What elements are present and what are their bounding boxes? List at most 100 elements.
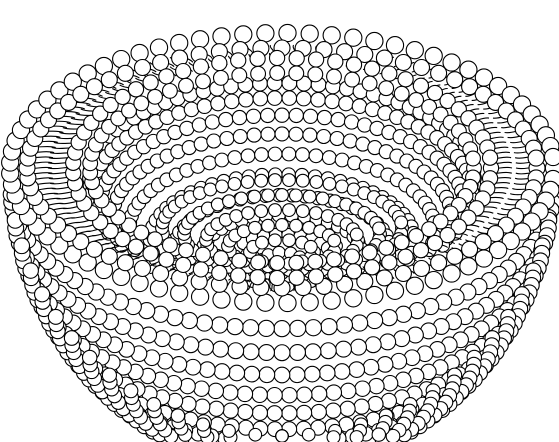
inner-leaflet-rim-head (289, 255, 304, 270)
inner-leaflet-rim-head (289, 51, 304, 66)
inner-head-group (239, 92, 254, 107)
outer-head-group (229, 365, 245, 381)
inner-head-group (255, 148, 269, 162)
outer-head-group (214, 364, 230, 380)
inner-head-group (269, 204, 282, 217)
inner-leaflet-rim-head (128, 82, 143, 97)
outer-head-group (355, 381, 370, 396)
outer-head-group (395, 306, 411, 322)
inner-leaflet-rim-head (483, 150, 498, 165)
outer-head-group (208, 383, 223, 398)
outer-leaflet-rim-head (395, 266, 411, 282)
inner-head-group (316, 192, 329, 205)
outer-leaflet-rim-head (279, 294, 296, 311)
outer-head-group (48, 309, 63, 324)
outer-head-group (274, 345, 290, 361)
outer-head-group (243, 320, 259, 336)
inner-head-group (317, 130, 331, 144)
inner-head-group (256, 236, 269, 249)
outer-head-group (274, 367, 290, 383)
inner-leaflet-rim-head (134, 96, 149, 111)
outer-head-group (168, 334, 184, 350)
inner-head-group (233, 130, 247, 144)
outer-head-group (365, 337, 381, 353)
inner-head-group (269, 234, 282, 247)
inner-head-group (395, 216, 408, 229)
inner-head-group (317, 110, 331, 124)
inner-head-group (268, 147, 282, 161)
inner-head-group (304, 240, 317, 253)
outer-head-group (297, 405, 312, 420)
outer-head-group (302, 428, 315, 441)
outer-head-group (171, 357, 187, 373)
inner-head-group (352, 99, 367, 114)
inner-leaflet-rim-head (163, 238, 178, 253)
outer-leaflet-rim-head (101, 248, 117, 264)
inner-leaflet-rim-head (466, 151, 481, 166)
outer-leaflet-rim-head (447, 72, 463, 88)
outer-head-group (171, 409, 184, 422)
outer-head-group (258, 320, 274, 336)
inner-leaflet-rim-head (398, 72, 413, 87)
inner-leaflet-rim-head (328, 267, 343, 282)
outer-head-group (244, 366, 260, 382)
outer-head-group (311, 404, 326, 419)
outer-head-group (304, 366, 320, 382)
outer-head-group (199, 362, 215, 378)
inner-leaflet-rim-head (327, 252, 342, 267)
outer-leaflet-rim-head (431, 255, 447, 271)
inner-leaflet-rim-head (379, 81, 394, 96)
outer-head-group (321, 319, 337, 335)
inner-leaflet-rim-head (394, 86, 409, 101)
outer-head-group (282, 388, 297, 403)
outer-leaflet-rim-head (135, 261, 151, 277)
inner-head-group (192, 118, 206, 132)
outer-head-group (181, 312, 197, 328)
outer-leaflet-rim-head (192, 288, 209, 305)
outer-head-group (340, 401, 355, 416)
outer-head-group (267, 388, 282, 403)
inner-leaflet-rim-head (148, 232, 163, 247)
outer-leaflet-rim-head (257, 294, 274, 311)
inner-leaflet-rim-head (365, 260, 380, 275)
inner-leaflet-rim-head (409, 229, 424, 244)
inner-leaflet-rim-head (362, 76, 377, 91)
inner-head-group (228, 178, 241, 191)
outer-head-group (194, 381, 209, 396)
inner-head-group (255, 205, 268, 218)
inner-head-group (184, 102, 199, 117)
inner-head-group (261, 108, 275, 122)
inner-head-group (262, 189, 275, 202)
outer-head-group (336, 341, 352, 357)
outer-leaflet-rim-head (131, 274, 148, 291)
inner-head-group (335, 153, 349, 167)
outer-leaflet-rim-head (431, 65, 447, 81)
outer-head-group (167, 310, 183, 326)
inner-leaflet-rim-head (308, 254, 323, 269)
inner-head-group (328, 234, 341, 247)
inner-leaflet-rim-head (289, 270, 304, 285)
outer-head-group (352, 315, 368, 331)
inner-head-group (275, 127, 289, 141)
inner-head-group (289, 127, 303, 141)
inner-head-group (350, 228, 363, 241)
inner-head-group (246, 109, 260, 123)
inner-leaflet-rim-head (176, 257, 191, 272)
inner-leaflet-rim-head (309, 269, 324, 284)
outer-head-group (351, 339, 367, 355)
inner-leaflet-rim-head (212, 265, 227, 280)
inner-head-group (323, 178, 336, 191)
inner-leaflet-rim-head (270, 256, 285, 271)
outer-head-group (196, 315, 212, 331)
inner-head-group (310, 176, 323, 189)
inner-head-group (303, 190, 316, 203)
outer-head-group (185, 359, 201, 375)
inner-head-group (216, 180, 229, 193)
inner-head-group (283, 234, 296, 247)
inner-leaflet-rim-head (365, 61, 380, 76)
inner-head-group (303, 109, 317, 123)
outer-head-group (196, 418, 209, 431)
outer-leaflet-rim-head (117, 255, 133, 271)
